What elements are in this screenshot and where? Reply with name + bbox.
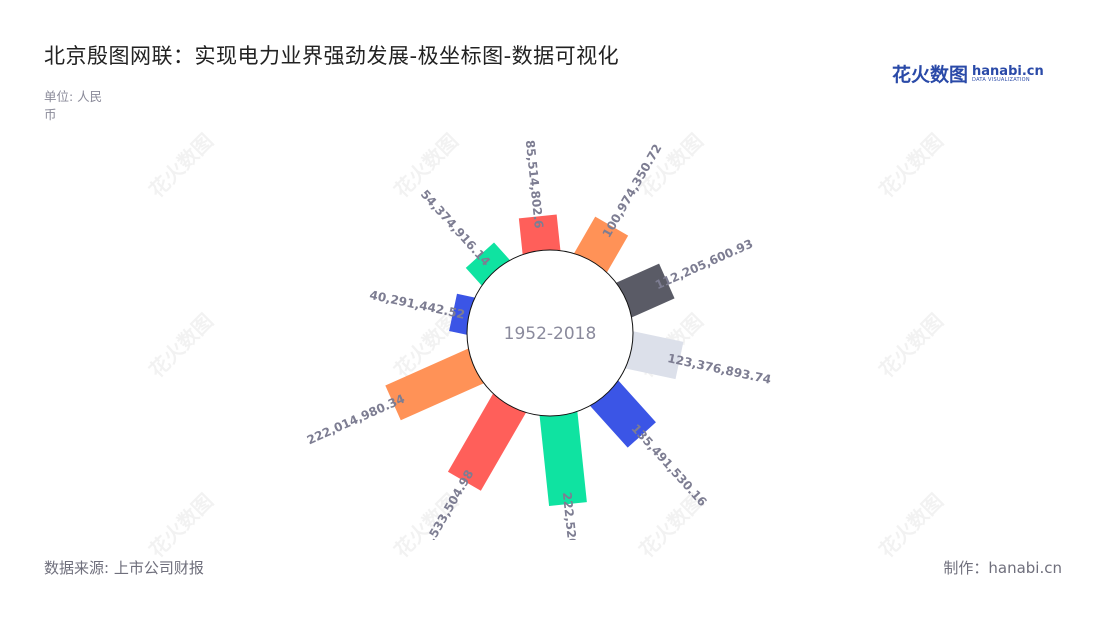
bar-value-label: 222,520,324 [560, 491, 583, 576]
unit-label: 单位: 人民币 [44, 89, 103, 122]
data-source: 数据来源: 上市公司财报 [44, 559, 204, 577]
bar-value-label: 220,533,504.98 [412, 467, 477, 565]
polar-bar [537, 390, 587, 507]
logo-en: hanabi.cn [972, 63, 1044, 79]
inner-circle [466, 249, 634, 417]
page-title: 北京殷图网联：实现电力业界强劲发展-极坐标图-数据可视化 [44, 44, 620, 68]
center-label: 1952-2018 [504, 324, 597, 344]
bar-value-label: 54,374,916.14 [418, 187, 493, 269]
bar-value-label: 222,014,980.34 [305, 392, 407, 448]
bar-value-label: 123,376,893.74 [666, 351, 772, 387]
bar-value-label: 135,491,530.16 [629, 421, 710, 509]
bar-value-label: 100,974,350.72 [600, 142, 665, 240]
bar-value-label: 112,205,600.93 [653, 237, 755, 293]
logo: 花火数图 hanabi.cn DATA VISUALIZATION [892, 60, 1044, 87]
maker-credit: 制作：hanabi.cn [943, 559, 1062, 577]
logo-en-block: hanabi.cn DATA VISUALIZATION [972, 65, 1044, 83]
logo-sub: DATA VISUALIZATION [972, 76, 1030, 83]
bar-value-label: 40,291,442.52 [368, 288, 466, 322]
logo-cn: 花火数图 [892, 64, 969, 86]
bar-value-label: 85,514,802.6 [523, 139, 546, 229]
